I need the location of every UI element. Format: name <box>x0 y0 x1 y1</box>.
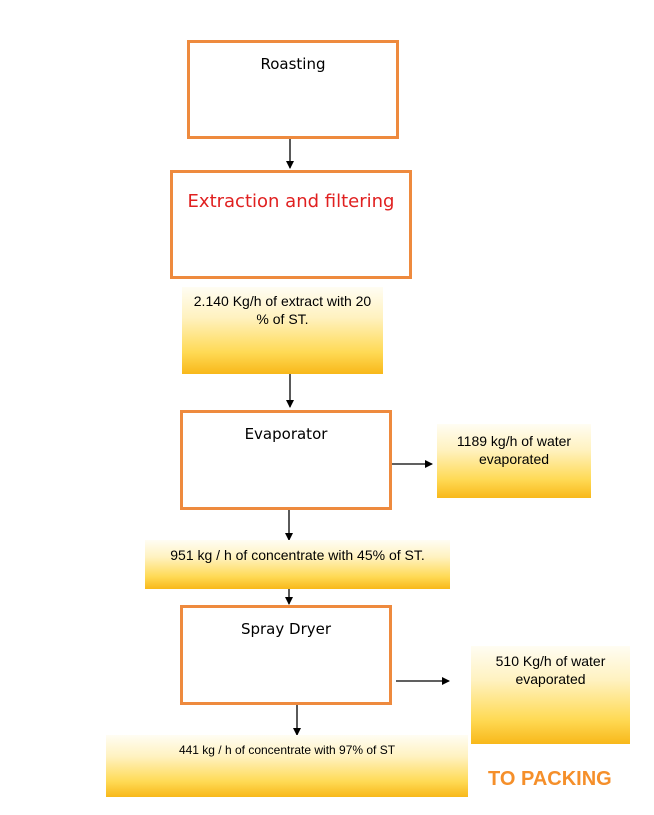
extract-stream-box: 2.140 Kg/h of extract with 20 % of ST. <box>182 287 383 374</box>
concentrate-45-box: 951 kg / h of concentrate with 45% of ST… <box>145 540 450 589</box>
water-evaporated-1-label: 1189 kg/h of water evaporated <box>456 433 572 467</box>
spray-dryer-box: Spray Dryer <box>180 605 392 705</box>
extraction-box: Extraction and filtering <box>170 170 412 279</box>
concentrate-97-box: 441 kg / h of concentrate with 97% of ST <box>106 735 468 797</box>
extract-stream-label: 2.140 Kg/h of extract with 20 % of ST. <box>193 293 372 327</box>
concentrate-45-label: 951 kg / h of concentrate with 45% of ST… <box>170 547 425 563</box>
water-evaporated-2-box: 510 Kg/h of water evaporated <box>471 646 630 744</box>
water-evaporated-1-box: 1189 kg/h of water evaporated <box>437 424 591 498</box>
spray-dryer-label: Spray Dryer <box>240 620 332 638</box>
water-evaporated-2-label: 510 Kg/h of water evaporated <box>495 653 606 687</box>
roasting-label: Roasting <box>260 55 326 73</box>
evaporator-box: Evaporator <box>180 410 392 510</box>
evaporator-label: Evaporator <box>244 425 328 443</box>
roasting-box: Roasting <box>187 40 399 139</box>
extraction-label: Extraction and filtering <box>187 191 395 212</box>
to-packing-label: TO PACKING <box>488 768 612 790</box>
concentrate-97-label: 441 kg / h of concentrate with 97% of ST <box>178 743 396 757</box>
